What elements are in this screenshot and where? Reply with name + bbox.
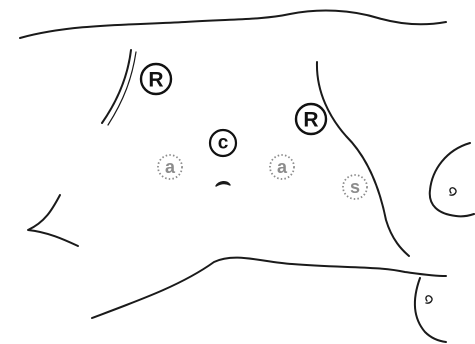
marker-label: c — [218, 133, 229, 154]
marker-label: a — [277, 157, 288, 177]
marker-label: a — [165, 157, 176, 177]
marker-label: R — [148, 69, 163, 92]
marker-label: R — [303, 109, 318, 132]
marker-label: s — [350, 177, 360, 197]
